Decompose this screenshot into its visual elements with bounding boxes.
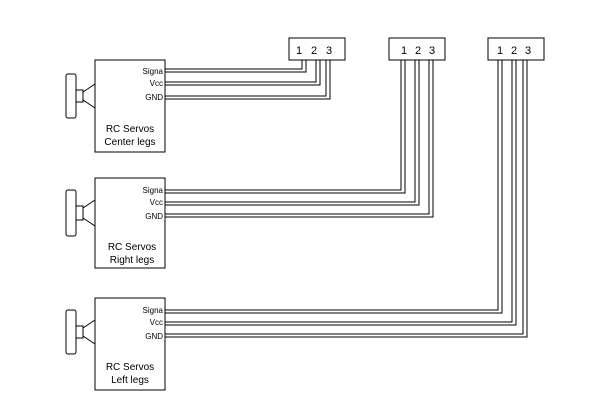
connector-2-body [388, 37, 446, 61]
connector-3-pin-2-label: 2 [511, 45, 517, 57]
servo-right-subtitle: Right legs [110, 255, 154, 266]
servo-left-motor-icon [65, 309, 96, 355]
connector-2-pin-3-label: 3 [429, 45, 435, 57]
servo-center-pin-vcc: Vcc [150, 79, 163, 88]
connector-1-body [288, 37, 346, 61]
connector-3-pin-3-label: 3 [525, 45, 531, 57]
connector-1-pin-1-label: 1 [296, 45, 302, 57]
servo-left-subtitle: Left legs [111, 375, 149, 386]
servo-right: Signa Vcc GND RC Servos Right legs [65, 177, 166, 269]
servo-right-motor-icon [65, 189, 96, 237]
servo-right-pin-gnd: GND [145, 212, 163, 221]
servo-center-title: RC Servos [106, 124, 154, 135]
servo-left: Signa Vcc GND RC Servos Left legs [65, 297, 166, 391]
servo-left-pin-signal: Signa [143, 306, 164, 315]
servo-left-body [94, 297, 166, 391]
servo-right-body [94, 177, 166, 269]
servo-center-subtitle: Center legs [104, 137, 155, 148]
connector-1-pin-2-label: 2 [311, 45, 317, 57]
servo-left-pin-vcc: Vcc [150, 318, 163, 327]
servo-right-pin-signal: Signa [143, 186, 164, 195]
servo-center: Signa Vcc GND RC Servos Center legs [65, 59, 166, 153]
connector-1-pin-3-label: 3 [326, 45, 332, 57]
connector-2-pin-1-label: 1 [401, 45, 407, 57]
wires-center-to-connector-1 [165, 60, 331, 100]
servo-center-motor-icon [65, 73, 96, 119]
servo-right-title: RC Servos [108, 242, 156, 253]
servo-center-pin-gnd: GND [145, 93, 163, 102]
connector-1: 1 2 3 [288, 37, 346, 61]
servo-center-pin-signal: Signa [143, 67, 164, 76]
servo-center-body [94, 59, 166, 153]
servo-left-title: RC Servos [106, 362, 154, 373]
wires-left-to-connector-3 [165, 60, 528, 338]
connector-3-pin-1-label: 1 [497, 45, 503, 57]
wires-right-to-connector-2 [165, 60, 434, 218]
connector-2: 1 2 3 [388, 37, 446, 61]
servo-left-pin-gnd: GND [145, 332, 163, 341]
servo-right-pin-vcc: Vcc [150, 198, 163, 207]
connector-3: 1 2 3 [487, 37, 545, 61]
connector-2-pin-2-label: 2 [415, 45, 421, 57]
